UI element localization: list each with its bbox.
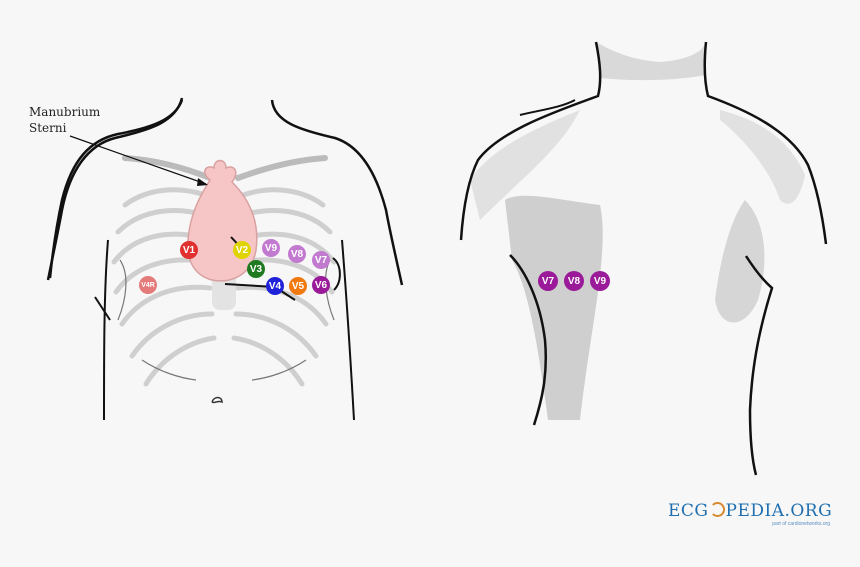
logo-right: PEDIA.ORG: [725, 501, 833, 521]
front-v3-electrode: V3: [247, 260, 265, 278]
logo-tagline: part of cardionetworks.org: [772, 521, 830, 527]
front-v5-marker: [289, 277, 307, 295]
front-v8-electrode: V8: [288, 245, 306, 263]
ecgpedia-logo: ECG PEDIA.ORG part of cardionetworks.org: [668, 501, 838, 527]
back-v9-marker: [590, 271, 610, 291]
front-right-shoulder: [270, 99, 404, 286]
front-v3-marker: [247, 260, 265, 278]
heart-logo-icon: [709, 502, 725, 517]
back-v9-electrode: V9: [590, 271, 610, 291]
left-clavicle: [122, 155, 213, 181]
front-v2-marker: [233, 241, 251, 259]
logo-wordmark: ECG PEDIA.ORG: [668, 501, 838, 521]
front-v4-marker: [266, 277, 284, 295]
front-v5-label: V5: [292, 281, 305, 292]
front-v2-electrode: V2: [233, 241, 251, 259]
back-neck-right: [703, 41, 828, 245]
back-v8-label: V8: [568, 276, 581, 287]
front-v1-label: V1: [183, 245, 196, 256]
front-v7-marker: [312, 251, 330, 269]
annotation-arrow-line: [69, 135, 207, 185]
back-v7-label: V7: [542, 276, 555, 287]
front-torso: [46, 0, 695, 421]
front-v4-electrode: V4: [266, 277, 284, 295]
back-v7-electrode: V7: [538, 271, 558, 291]
front-v6-electrode: V6: [312, 276, 330, 294]
front-v4r-marker: [139, 276, 157, 294]
navel: [211, 396, 223, 404]
manubrium-annotation: Manubrium Sterni: [29, 105, 208, 186]
front-v6-marker: [312, 276, 330, 294]
back-v8-marker: [564, 271, 584, 291]
front-v8-marker: [288, 245, 306, 263]
back-v7-marker: [538, 271, 558, 291]
front-v8-label: V8: [291, 249, 304, 260]
front-v5-electrode: V5: [289, 277, 307, 295]
shoulder-shading-left: [470, 110, 580, 220]
front-v9-label: V9: [265, 243, 278, 254]
back-shading-right: [715, 200, 765, 323]
front-v6-label: V6: [315, 280, 328, 291]
annotation-line-1: Manubrium: [29, 105, 101, 119]
front-right-side: [341, 239, 355, 421]
front-v4r-label: V4R: [141, 282, 155, 289]
front-v9-electrode: V9: [262, 239, 280, 257]
back-neck-left: [459, 41, 602, 241]
logo-left: ECG: [668, 501, 709, 521]
front-v3-label: V3: [250, 264, 263, 275]
neck-shading: [596, 42, 706, 81]
front-v7-electrode: V7: [312, 251, 330, 269]
back-v8-electrode: V8: [564, 271, 584, 291]
back-shoulder-crease: [519, 99, 576, 116]
front-v1-marker: [180, 241, 198, 259]
front-v2-label: V2: [236, 245, 249, 256]
back-right-side: [744, 255, 774, 476]
front-left-shoulder: [46, 97, 184, 281]
shoulder-shading-right: [720, 110, 805, 204]
back-leads: V7 V8 V9: [538, 271, 610, 291]
back-left-side: [509, 254, 548, 426]
back-v9-label: V9: [594, 276, 607, 287]
annotation-line-2: Sterni: [29, 121, 67, 135]
front-v9-marker: [262, 239, 280, 257]
back-torso: [459, 41, 828, 476]
front-v4r-electrode: V4R: [139, 276, 157, 294]
back-shading-left: [505, 195, 603, 420]
right-clavicle: [235, 155, 328, 181]
front-v7-label: V7: [315, 255, 328, 266]
annotation-arrowhead: [197, 178, 208, 186]
front-v1-electrode: V1: [180, 241, 198, 259]
left-ribs: [111, 187, 217, 387]
front-left-side: [103, 239, 109, 421]
front-v4-label: V4: [269, 281, 282, 292]
